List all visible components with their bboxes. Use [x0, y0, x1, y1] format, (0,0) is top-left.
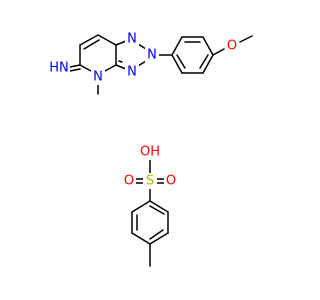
bond [69, 68, 81, 72]
bond [149, 200, 169, 213]
atom-label-methoxy-o: O [227, 39, 237, 54]
bond [171, 54, 183, 74]
bond [79, 64, 92, 72]
atom-label-triazole-n1: N [127, 32, 137, 47]
atom-label-triazole-n2: N [147, 48, 157, 63]
bond [115, 40, 127, 46]
atom-label-imine-nh: HN [49, 61, 69, 76]
bond [212, 48, 225, 56]
bond [83, 39, 100, 50]
bonds-triazolopyridine-cation [69, 34, 253, 95]
bond [131, 200, 151, 213]
atom-label-sulfonic-oh: OH [140, 145, 160, 160]
bond [171, 36, 183, 56]
bond [137, 43, 147, 50]
atom-label-sulfur: S [146, 174, 154, 189]
bond [176, 54, 186, 69]
bond [149, 232, 169, 245]
atom-labels-triazolopyridine-cation: HN N N N N O [48, 31, 239, 85]
bond [97, 34, 117, 46]
bond [115, 64, 127, 70]
atom-label-sulfonyl-o-left: O [124, 174, 134, 189]
bond [149, 229, 164, 240]
atom-label-sulfonyl-o-right: O [166, 174, 176, 189]
bond [137, 60, 147, 67]
atom-labels-toluenesulfonic-acid: OH S O O [122, 144, 178, 189]
bond [239, 35, 253, 43]
bond [118, 60, 123, 63]
bond [199, 54, 209, 69]
bond [69, 64, 81, 68]
bond [202, 54, 214, 74]
bond [149, 205, 165, 215]
bond [104, 64, 117, 72]
atom-label-ring-n4: N [93, 70, 103, 85]
bond [131, 232, 151, 245]
bond [202, 36, 214, 56]
chemical-structure-diagram: HN N N N N O [48, 31, 253, 267]
bonds-toluenesulfonic-acid [131, 159, 169, 267]
atom-label-triazole-n3: N [127, 65, 137, 80]
bond [79, 34, 99, 46]
